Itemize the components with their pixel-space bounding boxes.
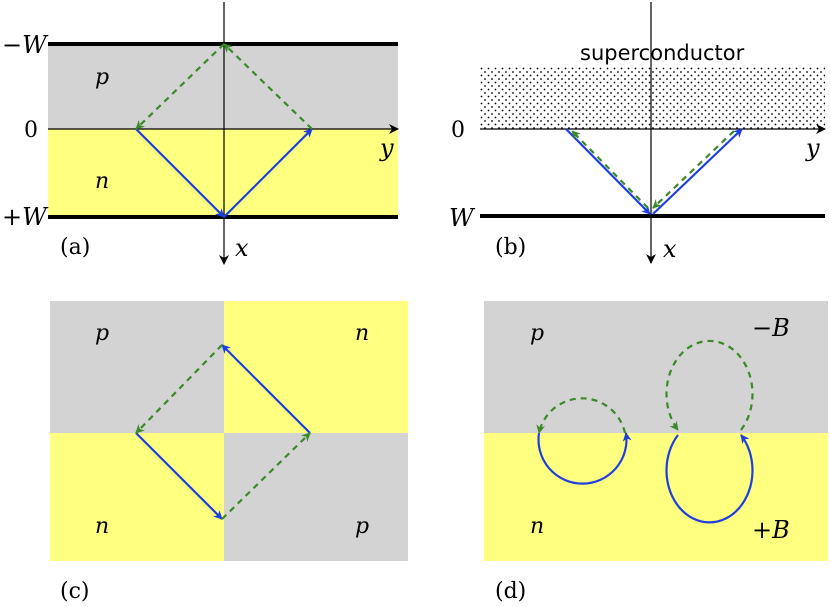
hole-path-b2 [571,130,649,209]
panel-a: −W 0 +W p n y x (a) [2,2,399,265]
region-label-n-d: n [530,514,544,539]
region-label-p-c-top-left: p [95,321,109,346]
label-plus-w: +W [2,203,49,231]
region-label-n-c-bottom-left: n [95,514,109,539]
panel-c: p n n p (c) [50,301,408,604]
electron-orbit-d1 [537,432,632,485]
caption-c: (c) [60,579,90,604]
panel-d: p n −B +B (d) [484,301,828,604]
axis-label-y-b: y [805,134,820,162]
hole-path-a1 [223,43,313,130]
label-zero-b: 0 [451,118,465,143]
n-region-c-bottom-left [50,433,224,561]
n-region-a [48,129,398,217]
region-label-n-a: n [95,169,109,194]
axis-label-x-a: x [235,234,249,262]
hole-path-a2 [135,43,225,130]
p-region-d [484,301,828,433]
n-region-c-top-right [224,301,408,433]
hole-path-b1 [652,130,735,209]
p-region-c-bottom-right [224,433,408,561]
label-minus-w: −W [2,31,49,59]
hole-path-c1 [221,432,311,520]
label-w-b: W [449,204,476,232]
electron-orbit-d2 [665,434,754,524]
electron-path-a2 [223,128,313,218]
hole-path-c2 [135,344,223,434]
region-label-p-a: p [95,65,109,90]
p-region-a [48,44,398,129]
electron-path-c1 [135,432,223,520]
label-superconductor: superconductor [580,41,745,65]
hole-orbit-d1 [536,397,627,434]
panel-b: superconductor 0 W y x (b) [449,2,826,264]
axis-label-y-a: y [379,134,394,162]
label-zero-a: 0 [24,118,38,143]
field-label-plus-b: +B [752,516,790,544]
hole-orbit-d2 [665,339,754,431]
electron-path-a1 [135,128,225,218]
axis-label-x-b: x [663,235,677,263]
region-label-n-c-top-right: n [355,321,369,346]
caption-a: (a) [60,235,90,260]
caption-d: (d) [495,579,526,604]
electron-path-b1 [565,128,651,215]
caption-b: (b) [495,235,526,260]
electron-path-b2 [652,128,743,215]
region-label-p-c-bottom-right: p [355,514,369,539]
region-label-p-d: p [530,321,544,346]
superconductor-region [480,66,825,129]
p-region-c-top-left [50,301,224,433]
electron-path-c2 [221,344,311,434]
field-label-minus-b: −B [752,314,790,342]
